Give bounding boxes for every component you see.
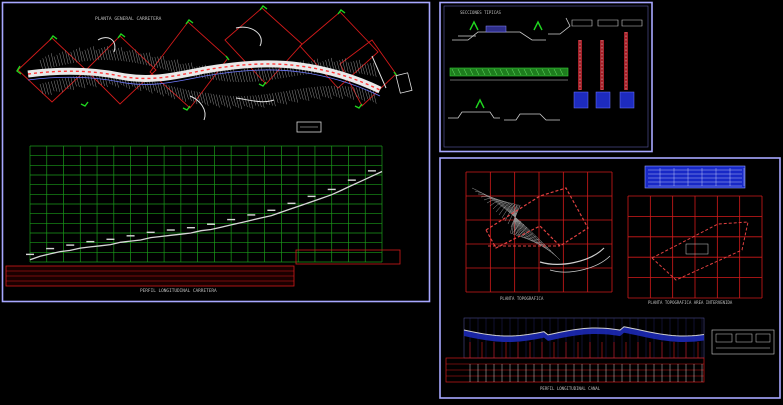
top-right-sheet: SECCIONES TIPICAS [439,1,653,153]
profile-station-mark [227,218,236,221]
profile-station-mark [267,209,276,211]
canal-profile-title: PERFIL LONGITUDINAL CANAL [540,386,601,391]
profile-station-mark [86,240,95,243]
profile-station-mark [347,179,356,181]
pile-details [571,19,643,109]
typical-cross-sections: SECCIONES TIPICAS [448,10,643,121]
longitudinal-profile: PERFIL LONGITUDINAL CARRETERA [5,145,401,294]
site-polygon-plan: PLANTA TOPOGRAFICA AREA INTERVENIDA [627,195,763,305]
canal-profile: PERFIL LONGITUDINAL CANAL [445,317,775,391]
profile-station-mark [186,227,195,229]
topographic-plan: PLANTA TOPOGRAFICA [465,171,613,301]
profile-station-mark [327,188,336,191]
profile-station-mark [66,244,75,246]
profile-station-mark [126,235,135,237]
left-sheet: PLANTA GENERAL CARRETERA PERFIL LONGITUD… [1,1,431,303]
title-block-table [644,165,746,189]
section-title: SECCIONES TIPICAS [460,10,502,15]
profile-station-mark [367,170,376,172]
profile-station-mark [46,247,55,250]
bottom-right-sheet-frame [439,157,781,399]
profile-station-mark [287,202,296,205]
topo-plan-title: PLANTA TOPOGRAFICA [500,296,544,301]
plan-title-left: PLANTA GENERAL CARRETERA [95,16,162,22]
profile-title-left: PERFIL LONGITUDINAL CARRETERA [140,288,217,294]
top-right-sheet-frame [439,1,653,153]
profile-station-mark [247,214,256,216]
profile-station-mark [26,253,34,256]
bottom-right-sheet: PLANTA TOPOGRAFICA PLANTA TOPOGRAFICA AR… [439,157,781,399]
profile-station-mark [307,195,316,198]
profile-station-mark [207,223,216,225]
profile-station-mark [106,238,115,240]
profile-terrain-line [29,170,383,261]
profile-station-mark [166,229,175,231]
site-plan-title: PLANTA TOPOGRAFICA AREA INTERVENIDA [648,300,733,305]
road-plan-view: PLANTA GENERAL CARRETERA [16,5,413,133]
left-sheet-frame [1,1,431,303]
profile-station-mark [146,231,155,234]
